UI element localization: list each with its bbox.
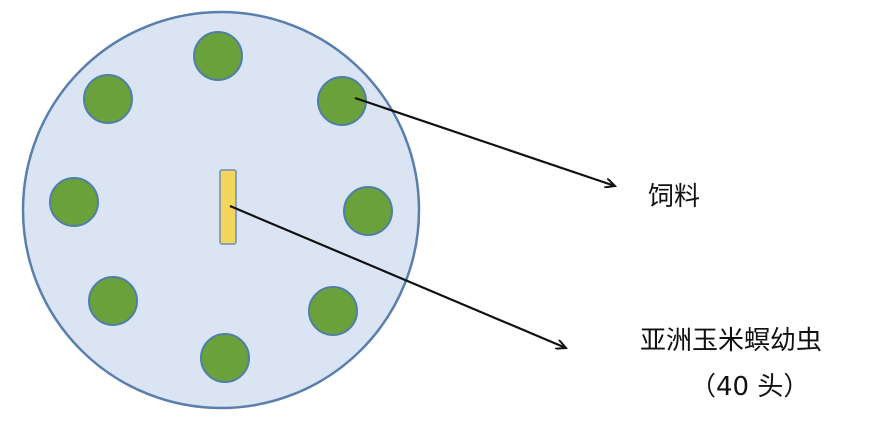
feed-pellet	[308, 286, 358, 336]
feed-pellet	[193, 31, 243, 81]
feed-pellet	[49, 177, 99, 227]
feed-pellet	[317, 76, 367, 126]
feed-pellet	[83, 74, 133, 124]
larvae-release-marker	[219, 169, 237, 245]
larvae-count-label: （40 头）	[690, 372, 810, 402]
feed-pellet	[200, 333, 250, 383]
feed-label: 饲料	[648, 182, 701, 212]
feed-arrow	[354, 96, 615, 186]
larvae-arrow	[229, 204, 566, 348]
feed-pellet	[88, 276, 138, 326]
larvae-label: 亚洲玉米螟幼虫	[640, 326, 823, 356]
feed-pellet	[343, 186, 393, 236]
